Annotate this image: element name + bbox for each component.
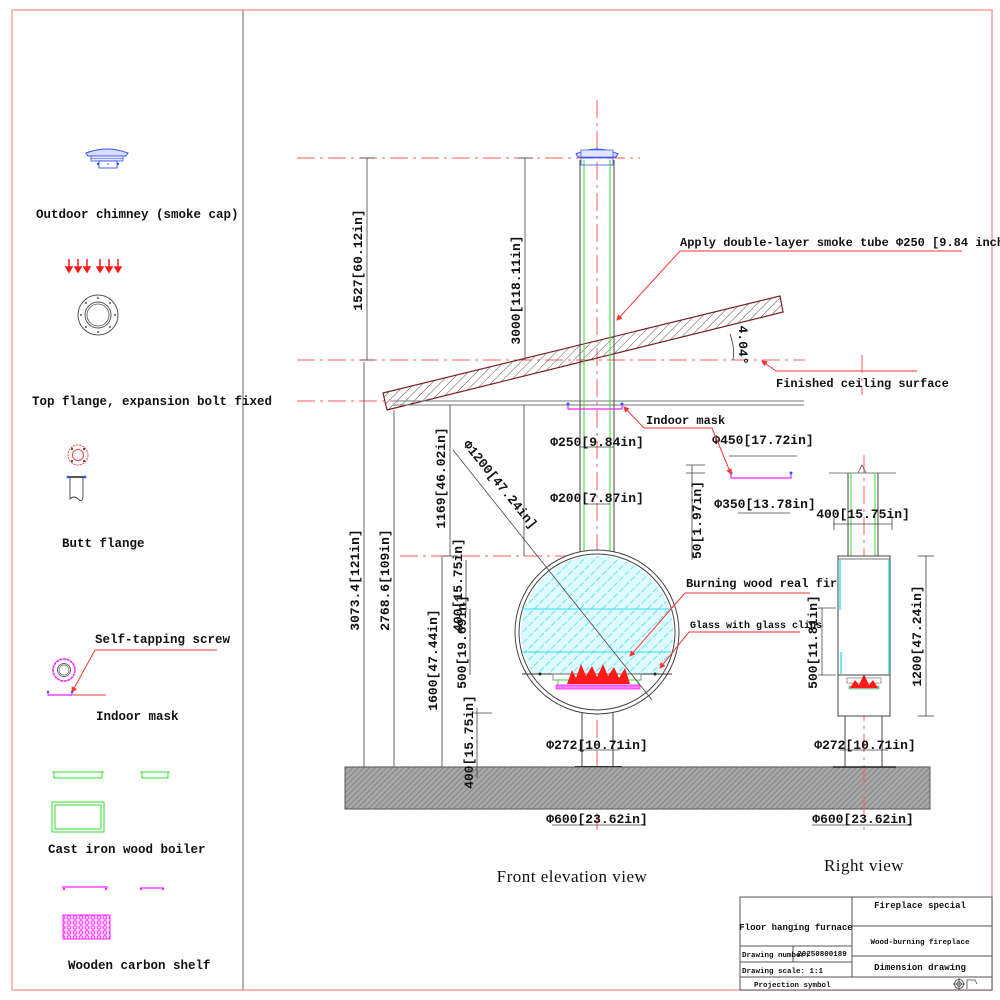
cast-iron-boiler-icon xyxy=(51,771,170,833)
dim-right-glass-height: 500[11.81in] xyxy=(806,595,821,689)
fire-icon-right xyxy=(846,674,882,690)
title-block: Floor hanging furnace Fireplace special … xyxy=(739,896,993,991)
annotation-smoke-tube: Apply double-layer smoke tube Φ250 [9.84… xyxy=(680,236,1000,250)
title-company: Fireplace special xyxy=(874,901,966,911)
dim-top-to-ceiling: 1527[60.12in] xyxy=(351,209,366,310)
dim-stove-top: 400[15.75in] xyxy=(451,538,466,632)
legend-label-chimney-cap: Outdoor chimney (smoke cap) xyxy=(36,208,239,222)
dim-ceiling-to-stove: 1169[46.02in] xyxy=(434,427,449,528)
right-view: 400[15.75in] 500[11.81in] 1200[47.24in] … xyxy=(806,455,934,875)
title-drawing-scale: Drawing scale: 1:1 xyxy=(742,968,824,976)
dim-mask-offset: 50[1.97in] xyxy=(690,481,705,559)
dim-base-diameter: Φ600[23.62in] xyxy=(546,812,647,827)
annotation-indoor-mask: Indoor mask xyxy=(646,414,725,428)
title-drawing-number-label: Drawing number: xyxy=(742,952,810,960)
legend-label-indoor-mask: Indoor mask xyxy=(96,710,179,724)
dim-right-base-diameter: Φ600[23.62in] xyxy=(812,812,913,827)
floor-slab xyxy=(344,766,931,810)
chimney-cap-drawing xyxy=(575,148,619,166)
title-drawing-number: 20250800189 xyxy=(797,951,847,959)
legend-label-butt-flange: Butt flange xyxy=(62,537,145,551)
legend-label-top-flange: Top flange, expansion bolt fixed xyxy=(32,395,272,409)
top-flange-icon xyxy=(77,294,119,336)
front-elevation-view: 1527[60.12in] 3000[118.11in] 3073.4[121i… xyxy=(297,100,1000,886)
dim-leg-diameter: Φ272[10.71in] xyxy=(546,738,647,753)
title-projection-label: Projection symbol xyxy=(754,982,831,990)
down-arrows-icon xyxy=(64,259,123,274)
dim-right-leg-diameter: Φ272[10.71in] xyxy=(814,738,915,753)
legend-label-self-tapping-screw: Self-tapping screw xyxy=(95,633,231,647)
dim-roof-angle: 4.04° xyxy=(735,325,750,364)
smoke-pipe xyxy=(579,160,615,560)
chimney-cap-icon xyxy=(85,148,129,169)
dim-floor-to-ceiling-high: 3073.4[121in] xyxy=(348,529,363,630)
dim-glass-height: 500[19.69in] xyxy=(455,595,470,689)
dimension-lines xyxy=(360,157,797,826)
legend-label-cast-iron-boiler: Cast iron wood boiler xyxy=(48,843,206,857)
dim-right-body-height: 1200[47.24in] xyxy=(910,585,925,686)
legend-label-wooden-carbon-shelf: Wooden carbon shelf xyxy=(68,959,211,973)
right-view-title: Right view xyxy=(824,856,904,875)
dim-right-width: 400[15.75in] xyxy=(816,507,910,522)
annotation-glass-clips: Glass with glass clips xyxy=(690,620,822,632)
dim-leg-height: 400[15.75in] xyxy=(462,695,477,789)
dim-inner-pipe: Φ200[7.87in] xyxy=(550,491,644,506)
dim-mask-inner: Φ350[13.78in] xyxy=(714,497,815,512)
dim-total-pipe: 3000[118.11in] xyxy=(509,235,524,344)
dim-outer-pipe: Φ250[9.84in] xyxy=(550,435,644,450)
front-view-title: Front elevation view xyxy=(497,867,648,886)
title-product: Floor hanging furnace xyxy=(739,923,852,933)
annotation-real-fire: Burning wood real fire xyxy=(686,577,844,591)
sheet-frame xyxy=(11,9,993,991)
roof-slab xyxy=(382,295,784,411)
butt-flange-icon xyxy=(66,444,89,502)
dim-stove-diameter: Φ1200[47.24in] xyxy=(460,438,540,532)
title-type: Wood-burning fireplace xyxy=(870,939,970,947)
legend-panel: Outdoor chimney (smoke cap) Top flange, … xyxy=(32,148,272,973)
dim-mask-outer: Φ450[17.72in] xyxy=(712,433,813,448)
indoor-mask-icon xyxy=(46,658,76,696)
stove-sphere xyxy=(514,549,680,715)
wooden-carbon-shelf-icon xyxy=(62,886,165,940)
dim-stove-height: 1600[47.44in] xyxy=(426,609,441,710)
projection-symbol-icon xyxy=(953,978,978,990)
fire-icon xyxy=(552,664,642,690)
dim-floor-to-ceiling-low: 2768.6[109in] xyxy=(378,529,393,630)
annotation-ceiling: Finished ceiling surface xyxy=(776,377,949,391)
title-drawing-kind: Dimension drawing xyxy=(874,963,966,973)
